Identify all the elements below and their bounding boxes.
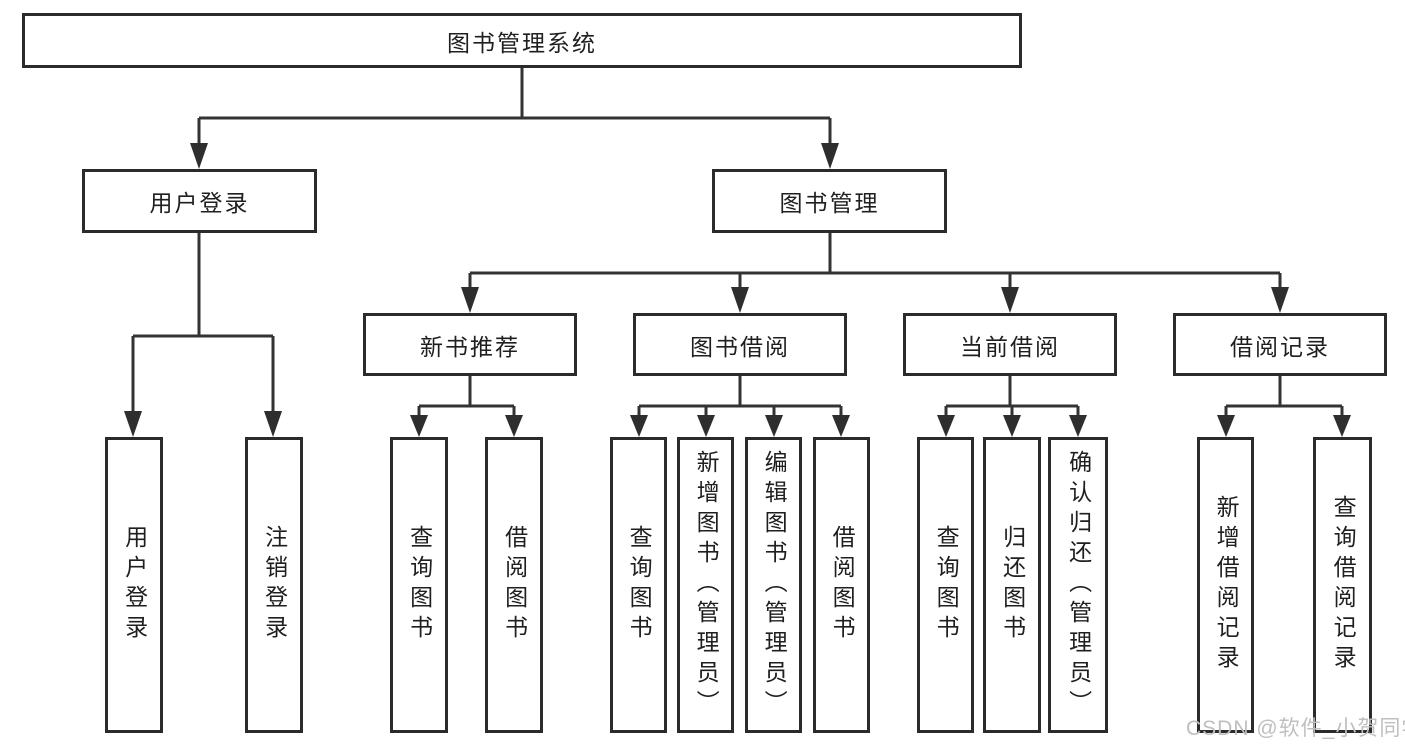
- leaf-add-borrow-record: 新增借阅记录: [1197, 437, 1254, 733]
- arrowhead-icon: [765, 415, 783, 437]
- arrowhead-icon: [124, 411, 142, 437]
- connector-borrow-record-group: [1217, 376, 1351, 437]
- node-borrow-record: 借阅记录: [1173, 313, 1387, 376]
- arrowhead-icon: [731, 287, 749, 313]
- connector-current-borrow-group: [937, 376, 1087, 437]
- arrowhead-icon: [190, 143, 208, 169]
- leaf-logout: 注销登录: [245, 437, 303, 733]
- node-new-book-recommend: 新书推荐: [363, 313, 577, 376]
- arrowhead-icon: [505, 415, 523, 437]
- arrowhead-icon: [1003, 415, 1021, 437]
- node-user-login: 用户登录: [82, 169, 317, 233]
- arrowhead-icon: [1333, 415, 1351, 437]
- node-current-borrow: 当前借阅: [903, 313, 1117, 376]
- arrowhead-icon: [1069, 415, 1087, 437]
- leaf-add-book-admin: 新增图书（管理员）: [677, 437, 734, 733]
- arrowhead-icon: [1001, 287, 1019, 313]
- arrowhead-icon: [264, 411, 282, 437]
- leaf-edit-book-admin: 编辑图书（管理员）: [745, 437, 802, 733]
- leaf-borrow-book-recommend: 借阅图书: [485, 437, 543, 733]
- watermark: CSDN @软件_小贺同学: [1186, 717, 1405, 740]
- node-root: 图书管理系统: [22, 13, 1022, 68]
- arrowhead-icon: [1271, 287, 1289, 313]
- connector-user-login-branch: [124, 233, 282, 437]
- connector-book-management-branch: [461, 233, 1289, 313]
- leaf-query-book-recommend: 查询图书: [390, 437, 448, 733]
- arrowhead-icon: [630, 415, 648, 437]
- arrowhead-icon: [697, 415, 715, 437]
- leaf-confirm-return-admin: 确认归还（管理员）: [1048, 437, 1108, 733]
- leaf-borrow-book: 借阅图书: [813, 437, 870, 733]
- connector-book-borrow-group: [630, 376, 850, 437]
- connector-root-to-level2: [190, 68, 839, 169]
- arrowhead-icon: [461, 287, 479, 313]
- arrowhead-icon: [821, 143, 839, 169]
- connector-new-book-group: [410, 376, 523, 437]
- leaf-query-borrow-record: 查询借阅记录: [1313, 437, 1372, 733]
- leaf-user-login: 用户登录: [105, 437, 163, 733]
- arrowhead-icon: [832, 415, 850, 437]
- leaf-return-book: 归还图书: [983, 437, 1041, 733]
- leaf-query-book-borrow: 查询图书: [610, 437, 667, 733]
- leaf-query-book-current: 查询图书: [917, 437, 974, 733]
- node-book-borrow: 图书借阅: [633, 313, 847, 376]
- arrowhead-icon: [937, 415, 955, 437]
- arrowhead-icon: [410, 415, 428, 437]
- node-book-management: 图书管理: [712, 169, 947, 233]
- arrowhead-icon: [1217, 415, 1235, 437]
